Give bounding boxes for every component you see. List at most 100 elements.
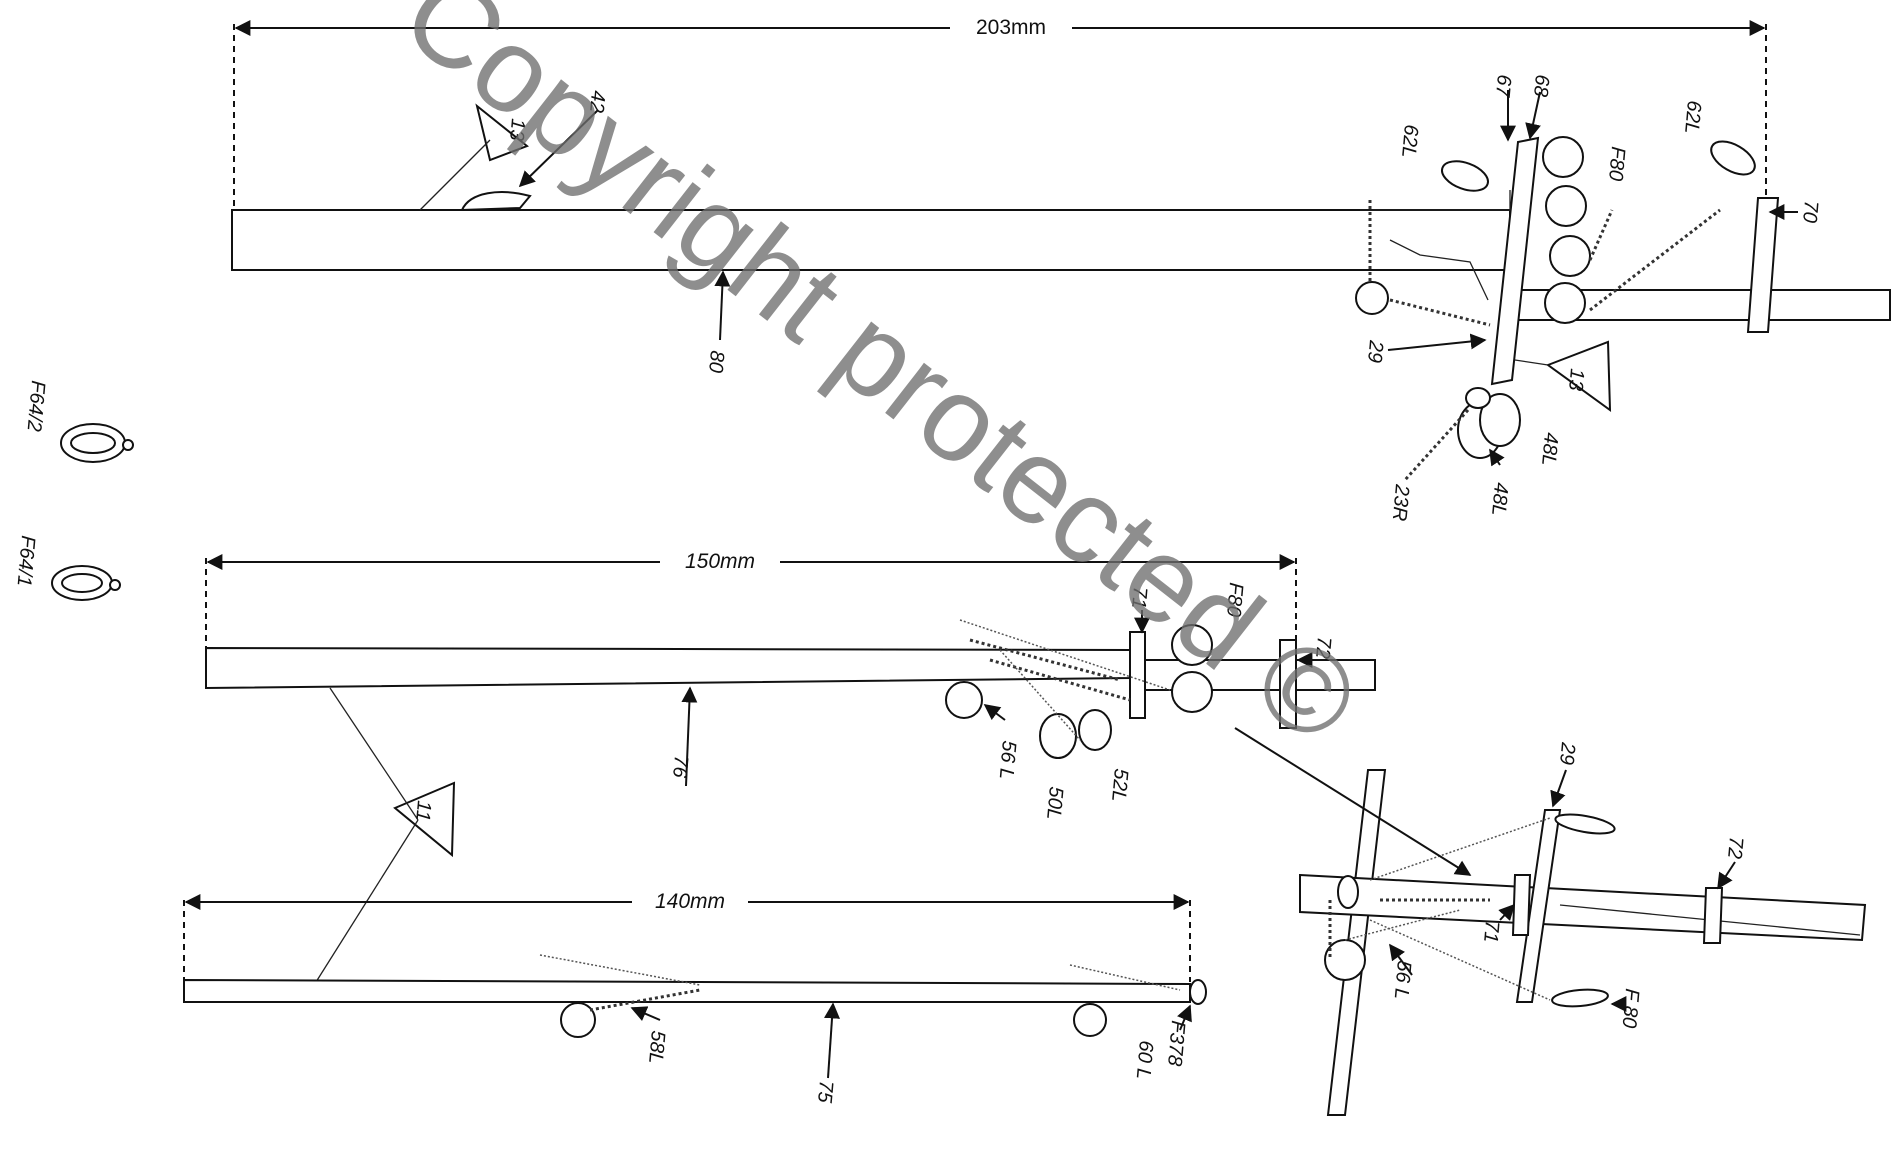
block-48l-2 (1479, 393, 1521, 447)
cap-f378 (1189, 979, 1207, 1005)
fitting-f64-2-eye (122, 439, 134, 451)
chain-top-2 (1588, 209, 1614, 261)
rope-bottom-2 (1069, 964, 1181, 991)
spar-middle-group: 150mm (205, 550, 1376, 983)
sling-curve (1389, 239, 1489, 301)
label-56l-middle: 56 L (995, 740, 1020, 781)
dim-140-label: 140mm (655, 890, 725, 913)
block-detail-top (1554, 813, 1616, 835)
chain-23r (1403, 408, 1470, 482)
rope-middle-1 (959, 619, 1171, 691)
leader-72-detail (1717, 861, 1736, 890)
fitting-f64-1-inner (61, 573, 103, 593)
label-f64-1: F64/1 (13, 535, 39, 588)
label-48l-2: 48L (1487, 482, 1512, 517)
block-62l-left (1441, 160, 1489, 192)
cleat-29-detail (1515, 809, 1562, 1003)
label-76: 76 (668, 755, 692, 780)
leader-76 (681, 686, 698, 787)
thimble-top (1355, 281, 1389, 315)
label-f64-2: F64/2 (23, 380, 49, 433)
label-f80-top: F80 (1604, 146, 1629, 182)
block-f80-group (1542, 136, 1591, 324)
dim-150-label: 150mm (685, 550, 755, 573)
label-f378: F378 (1163, 1020, 1189, 1067)
label-42: 42 (585, 90, 609, 114)
leader-58l (630, 1006, 661, 1022)
block-48l-group (1457, 387, 1521, 459)
cleat-70 (1746, 197, 1780, 333)
label-71-middle: 71 (1127, 586, 1151, 610)
label-11: 11 (411, 800, 435, 823)
label-80: 80 (704, 350, 728, 374)
label-71-detail: 71 (1479, 920, 1503, 944)
block-50l (1039, 713, 1077, 759)
label-13-left: 13 (505, 118, 529, 142)
leader-11-up (329, 687, 419, 821)
block-56l-detail (1324, 939, 1366, 981)
leader-13-left (419, 139, 491, 211)
leader-42 (518, 109, 599, 188)
leader-68 (1525, 91, 1541, 140)
label-52l: 52L (1107, 768, 1132, 803)
yard-top (231, 209, 1511, 271)
cleat-72-detail (1702, 887, 1724, 944)
leader-f378 (1177, 1004, 1192, 1031)
chain-middle-2 (989, 658, 1131, 702)
band-detail (1337, 875, 1359, 909)
block-f80-2 (1545, 185, 1587, 227)
leader-48l (1489, 448, 1505, 467)
label-48l-1: 48L (1537, 432, 1562, 467)
spar-top-group: 203mm (231, 16, 1891, 482)
leader-71-detail (1498, 903, 1516, 921)
triangle-13-left (475, 103, 529, 162)
leader-56l-middle (983, 704, 1006, 721)
leader-80 (714, 270, 731, 341)
label-29-top: 29 (1363, 339, 1387, 364)
leader-detail-connector (1234, 727, 1472, 876)
label-68: 68 (1529, 74, 1553, 98)
labels-group: 42 13 13 67 68 62L 62L F80 70 80 29 48L … (13, 74, 1822, 1105)
block-f80-1 (1542, 136, 1584, 178)
chain-middle-1 (969, 638, 1121, 682)
leader-29-top (1387, 333, 1487, 351)
label-72-middle: 72 (1311, 636, 1335, 660)
block-f80-middle-2 (1171, 671, 1213, 713)
chain-top-3 (1389, 298, 1491, 327)
fitting-f64-2-inner (70, 432, 116, 454)
leader-13-right (1514, 359, 1549, 366)
spar-bottom-group: 140mm (183, 890, 1207, 1079)
leader-56l-detail (1389, 943, 1413, 976)
label-f80-detail: F 80 (1618, 988, 1643, 1029)
rope-detail-2 (1369, 919, 1551, 1001)
detail-right-group (1234, 727, 1867, 1116)
triangle-13-right (1545, 340, 1612, 413)
label-75: 75 (813, 1080, 837, 1105)
rope-bottom-1 (539, 954, 701, 986)
fittings-left-group (51, 423, 134, 601)
label-50l: 50L (1042, 786, 1067, 821)
fitting-f64-1-eye (109, 579, 121, 591)
cleat-42 (460, 191, 532, 212)
rope-detail-1 (1369, 817, 1551, 881)
block-60l (1073, 1003, 1107, 1037)
block-f80-4 (1544, 282, 1586, 324)
leader-29-detail (1550, 769, 1567, 808)
block-58l (560, 1002, 596, 1038)
chain-bottom-1 (589, 988, 701, 1012)
block-62l-right (1710, 140, 1756, 176)
triangle-11 (393, 781, 456, 858)
sling-band (1360, 190, 1511, 211)
block-52l (1078, 709, 1112, 751)
yard-middle (205, 646, 1131, 690)
label-72-detail: 72 (1723, 836, 1747, 860)
block-48l-3 (1465, 387, 1491, 409)
leader-75 (824, 1002, 841, 1079)
dim-203-label: 203mm (976, 16, 1046, 39)
block-f80-3 (1549, 235, 1591, 277)
label-62l-left: 62L (1397, 124, 1422, 159)
label-62l-right: 62L (1680, 100, 1705, 135)
cleat-72-middle (1279, 639, 1297, 729)
